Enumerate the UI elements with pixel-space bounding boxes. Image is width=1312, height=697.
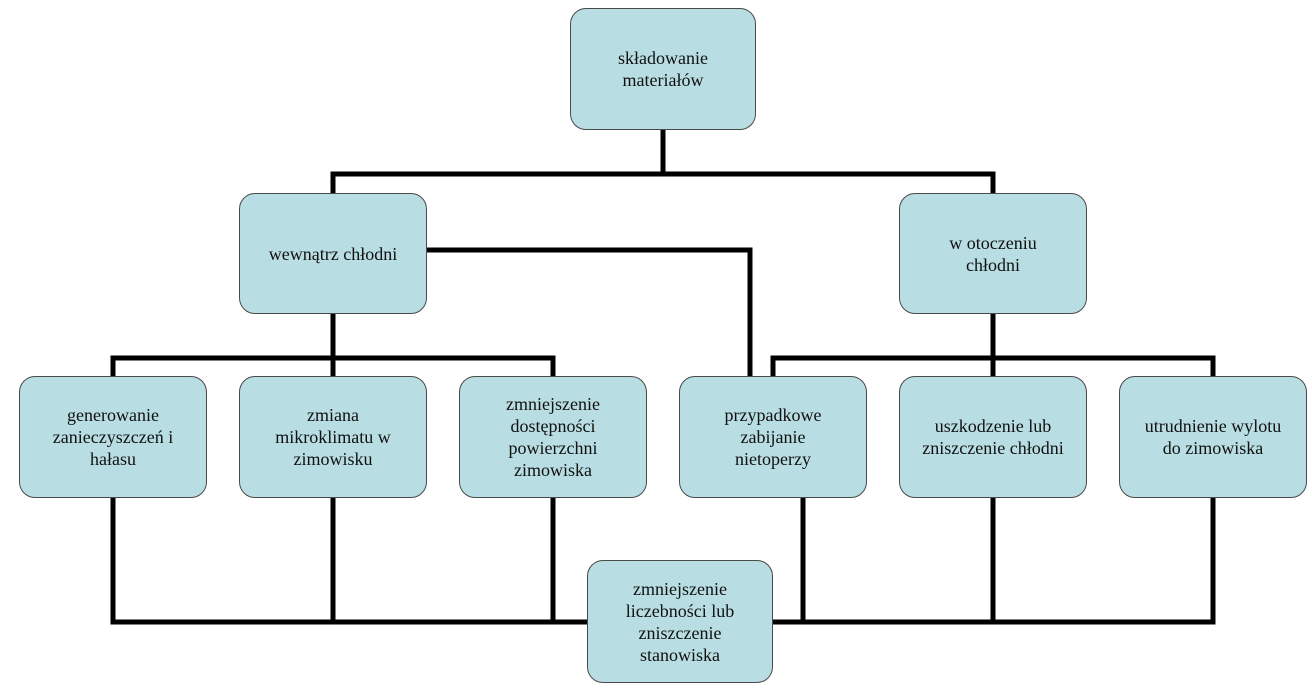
connector-root-split — [330, 127, 996, 196]
node-inside-cold-store: wewnątrz chłodni — [239, 193, 427, 314]
node-hindered-exit: utrudnienie wylotu do zimowiska — [1119, 376, 1307, 498]
connector-to-result-left — [110, 495, 590, 625]
connector-inside-c4 — [424, 247, 753, 379]
connector-inside-children — [110, 311, 556, 379]
connector-around-children — [770, 311, 1216, 379]
node-pollution-noise: generowanie zanieczyszczeń i hałasu — [19, 376, 207, 498]
connector-to-result-right — [770, 495, 1216, 625]
node-accidental-killing: przypadkowe zabijanie nietoperzy — [679, 376, 867, 498]
node-around-cold-store: w otoczeniu chłodni — [899, 193, 1087, 314]
node-damage-destruction: uszkodzenie lub zniszczenie chłodni — [899, 376, 1087, 498]
node-root-material-storage: składowanie materiałów — [570, 8, 756, 130]
node-reduced-surface: zmniejszenie dostępności powierzchni zim… — [459, 376, 647, 498]
node-microclimate-change: zmiana mikroklimatu w zimowisku — [239, 376, 427, 498]
node-result-population-decline: zmniejszenie liczebności lub zniszczenie… — [587, 560, 773, 683]
